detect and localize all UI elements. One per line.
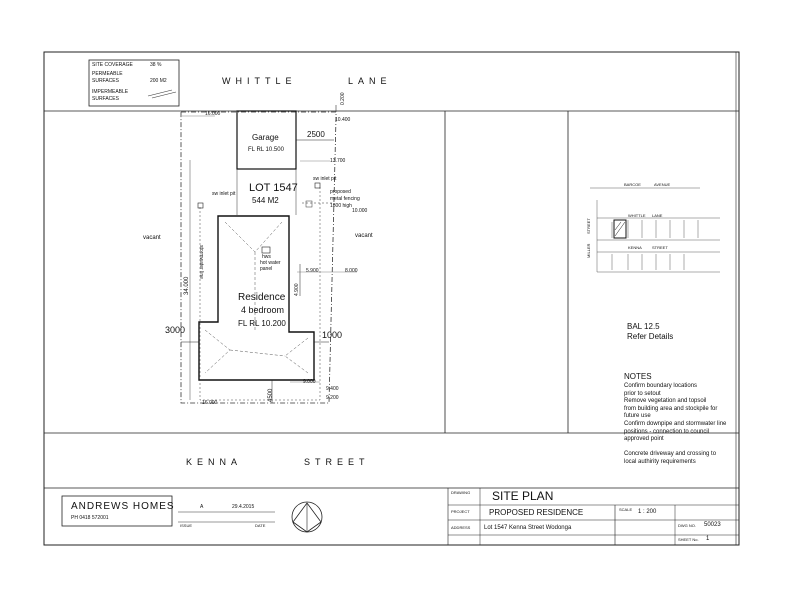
locality-lane: LANE	[652, 213, 663, 218]
company-phone: PH 0418 572001	[71, 515, 109, 521]
permeable-value: 200 M2	[150, 78, 167, 84]
dim-1000: 1000	[322, 330, 343, 340]
vacant-left: vacant	[143, 235, 161, 241]
dim-0200: 0.200	[340, 92, 346, 105]
hws-label-2: hot water	[260, 260, 281, 266]
north-street-name: WHITTLE	[222, 76, 297, 86]
project-label: PROJECT	[451, 509, 470, 514]
garage-label: Garage	[252, 133, 279, 142]
note-line: Concrete driveway and crossing to	[624, 451, 717, 458]
dim-4900: 4.900	[294, 283, 300, 296]
fence-note-3: 1800 high	[330, 203, 352, 209]
south-street-name: KENNA	[186, 457, 243, 467]
locality-miller: MILLER	[586, 243, 591, 258]
scale-label: SCALE	[619, 507, 633, 512]
company-box	[61, 495, 173, 527]
note-line: positions - connection to council	[624, 428, 710, 435]
site-coverage-value: 38 %	[150, 62, 162, 68]
impermeable-label: IMPERMEABLE	[92, 89, 129, 95]
scale-value: 1 : 200	[638, 509, 657, 515]
lot-area: 544 M2	[252, 196, 279, 205]
site-coverage-label: SITE COVERAGE	[92, 62, 133, 68]
note-line: prior to setout	[624, 390, 661, 397]
lot-number: LOT 1547	[249, 182, 298, 194]
rl-9200: 9.200	[326, 395, 339, 401]
hot-water-panel	[261, 246, 271, 254]
fence-note-2: metal fencing	[330, 196, 360, 202]
rl-10400: 10.400	[335, 117, 351, 123]
legend-box	[88, 59, 180, 107]
inlet-right: sw inlet pit	[313, 176, 337, 182]
permeable-label-2: SURFACES	[92, 78, 119, 84]
residence-level: FL RL 10.200	[238, 319, 286, 328]
revision-letter: A	[200, 504, 204, 510]
hws-label: hws	[262, 254, 271, 260]
hws-label-3: panel	[260, 266, 273, 272]
rl-10000: 10.000	[352, 208, 368, 214]
permeable-label: PERMEABLE	[92, 71, 123, 77]
rl-16000b: 16.000	[202, 400, 218, 406]
residence-outline	[198, 215, 315, 381]
note-line: Remove vegetation and topsoil	[624, 398, 707, 405]
north-street-suffix: LANE	[348, 76, 392, 86]
rl-9000: 9.000	[303, 379, 316, 385]
residence-label: Residence	[238, 292, 286, 303]
dwg-no-label: DWG NO.	[678, 523, 696, 528]
note-line: approved point	[624, 436, 664, 443]
dwg-no-value: 50023	[704, 522, 721, 528]
project-value: PROPOSED RESIDENCE	[489, 508, 584, 517]
sheet-no-value: 1	[706, 536, 710, 542]
drawing-title: SITE PLAN	[492, 489, 554, 503]
rl-5900: 5.900	[306, 268, 319, 274]
notes-title: NOTES	[624, 372, 652, 381]
note-line: local authirity requirements	[624, 458, 696, 465]
rl-16000: 16.000	[205, 111, 221, 117]
note-line: Confirm boundary locations	[624, 383, 698, 389]
locality-map	[590, 187, 720, 273]
locality-street: STREET	[652, 245, 668, 250]
bal-refer: Refer Details	[627, 332, 674, 341]
address-label: ADDRESS	[451, 525, 471, 530]
note-line: from building area and stockpile for	[624, 405, 718, 412]
garage-level: FL RL 10.500	[248, 147, 284, 153]
impermeable-label-2: SURFACES	[92, 96, 119, 102]
locality-street-v: STREET	[586, 218, 591, 234]
company-name: ANDREWS HOMES	[71, 501, 175, 512]
note-line: Confirm downpipe and stormwater line	[624, 420, 727, 427]
inlet-left: sw inlet pit	[212, 191, 236, 197]
revision-date: 29.4.2015	[232, 504, 255, 510]
fence-note-1: proposed	[330, 189, 351, 195]
locality-avenue: AVENUE	[654, 182, 671, 187]
locality-whittle: WHITTLE	[628, 213, 646, 218]
bal-rating: BAL 12.5	[627, 322, 660, 331]
locality-lot-highlight	[613, 219, 627, 239]
dim-34000: 34.000	[184, 276, 190, 295]
rl-8000: 8.000	[345, 268, 358, 274]
note-line	[624, 444, 736, 452]
stormwater-line	[199, 186, 321, 401]
residence-rooms: 4 bedroom	[241, 305, 285, 315]
issue-label: ISSUE	[180, 523, 193, 528]
rl-13700: 13.700	[330, 158, 346, 164]
south-street-suffix: STREET	[304, 457, 370, 467]
address-value: Lot 1547 Kenna Street Wodonga	[484, 525, 572, 531]
sheet-border	[43, 51, 740, 546]
vacant-right: vacant	[355, 233, 373, 239]
dim-4500: 4500	[268, 388, 274, 402]
north-arrow-icon	[291, 501, 323, 533]
note-line: future use	[624, 413, 651, 420]
locality-kenna: KENNA	[628, 245, 642, 250]
lot-boundary	[180, 111, 337, 404]
locality-barcoe: BARCOE	[624, 182, 641, 187]
stormwater-label: stormwater line	[198, 245, 204, 279]
dim-3000: 3000	[165, 325, 186, 335]
sheet-no-label: SHEET No.	[678, 537, 699, 542]
drawing-label: DRAWING	[451, 490, 471, 495]
dim-2500: 2500	[307, 130, 325, 139]
rl-9400: 9.400	[326, 386, 339, 392]
date-label: DATE	[255, 523, 266, 528]
